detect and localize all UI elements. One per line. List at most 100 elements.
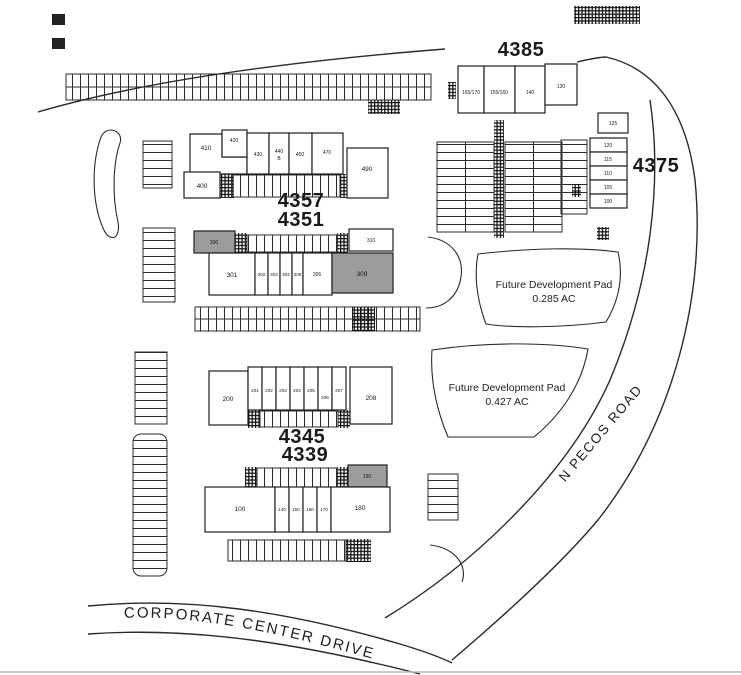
unit-4345-206 <box>317 366 333 411</box>
building-4357-label: 4357 <box>278 190 325 212</box>
unit-4345-201-label: 201 <box>251 388 259 393</box>
road-label-corporate-center-drive: CORPORATE CENTER DRIVE <box>124 605 375 663</box>
unit-4345-206-label: 206 <box>321 395 329 400</box>
unit-4345-208-label: 208 <box>366 395 377 402</box>
unit-4375-115-label: 115 <box>604 157 612 163</box>
corporate-center-drive-upper-edge <box>87 602 453 664</box>
hatch-block-4339-left <box>245 467 257 488</box>
median-island <box>93 129 122 238</box>
unit-4385-155-160 <box>483 65 516 114</box>
unit-4351-304-label: 304 <box>282 272 290 277</box>
future-pad-0427-outline <box>431 343 589 438</box>
building-4375: 4375 125 120 115 110 105 100 <box>589 112 680 209</box>
unit-4351-300-label: 300 <box>210 240 219 246</box>
unit-4357-440-label: 440 <box>275 149 284 155</box>
unit-4351-310-label: 310 <box>367 238 376 244</box>
unit-4385-130 <box>544 63 578 106</box>
unit-4345-205-label: 205 <box>307 388 315 393</box>
unit-4345-208 <box>349 366 393 425</box>
future-pad-0427-title: Future Development Pad <box>449 382 566 394</box>
unit-4385-130-label: 130 <box>557 84 566 90</box>
building-4345-label: 4345 <box>279 426 326 448</box>
unit-4357-400 <box>183 171 221 199</box>
hatch-block-row-below-4339 <box>346 539 371 562</box>
unit-4375-110-label: 110 <box>604 171 612 177</box>
hatch-block-4357-left <box>220 174 234 198</box>
parking-col-left-of-4339 <box>132 433 168 577</box>
unit-4339-190-label: 190 <box>363 474 372 480</box>
unit-4357-440-label2: B <box>277 156 281 162</box>
hatch-bar-top-right <box>574 6 640 24</box>
unit-4339-100 <box>204 486 276 533</box>
unit-4375-105-label: 105 <box>604 185 613 191</box>
unit-4357-470-label: 470 <box>323 150 332 156</box>
building-4357: 410 420 400 430 440 B 450 470 490 4357 <box>183 129 389 212</box>
hatch-block-row-below-4351 <box>352 307 375 331</box>
unit-4351-309 <box>331 252 394 294</box>
curb-right-of-4339 <box>429 544 464 583</box>
hatch-block-top-row <box>368 100 400 114</box>
unit-4357-490 <box>346 147 389 199</box>
parking-col-near-4375 <box>560 139 588 215</box>
building-4375-label: 4375 <box>633 155 680 177</box>
unit-4375-100 <box>589 193 628 209</box>
curb-right-of-4351 <box>425 236 462 309</box>
hatch-block-below-4375 <box>597 227 609 240</box>
building-4385-label: 4385 <box>498 39 545 61</box>
parking-col-left-of-4345 <box>134 351 168 425</box>
hatch-block-near-4375 <box>572 184 581 197</box>
building-4351: 4351 300 310 301 302 303 304 305 306 309 <box>193 209 394 296</box>
unit-4345-202-label: 202 <box>265 388 273 393</box>
unit-4351-310 <box>348 228 394 252</box>
unit-4357-400-label: 400 <box>197 183 208 190</box>
unit-4345-204-label: 204 <box>293 388 301 393</box>
unit-4339-100-label: 100 <box>235 506 246 513</box>
unit-4375-125 <box>597 112 629 134</box>
unit-4345-203-label: 203 <box>279 388 287 393</box>
hatch-block-4345-right <box>338 410 350 428</box>
walkway-4357 <box>232 174 341 198</box>
unit-4351-301-label: 301 <box>227 272 238 279</box>
hatch-block-4339-right <box>337 467 348 488</box>
walkway-4351 <box>246 234 338 253</box>
future-pad-0285-outline <box>475 248 621 328</box>
unit-4357-470 <box>311 132 344 175</box>
unit-4351-301 <box>208 252 256 296</box>
road-label-wrap-ccd: CORPORATE CENTER DRIVE <box>124 605 377 663</box>
unit-4357-420-label: 420 <box>230 138 239 144</box>
building-4385: 4385 165/170 155/160 140 130 <box>457 39 578 114</box>
future-pad-0285-title: Future Development Pad <box>496 279 613 291</box>
unit-4339-170-label: 170 <box>320 507 328 512</box>
unit-4351-302-label: 302 <box>258 272 266 277</box>
parking-col-left-of-4351 <box>142 227 176 303</box>
unit-4351-306 <box>302 252 333 296</box>
unit-4345-200 <box>208 370 249 426</box>
plan-corner-mark-2 <box>52 38 65 49</box>
unit-4357-420 <box>221 129 248 158</box>
unit-4351-303-label: 303 <box>270 272 278 277</box>
unit-4339-160-label: 160 <box>306 507 314 512</box>
future-pad-0285-area: 0.285 AC <box>532 293 576 305</box>
unit-4357-410-label: 410 <box>201 145 212 152</box>
unit-4351-309-label: 309 <box>357 271 368 278</box>
hatch-block-left-of-4385 <box>448 82 456 99</box>
property-boundary-topright <box>576 56 607 63</box>
pecos-road-inner-edge <box>384 99 656 619</box>
unit-4339-180 <box>330 486 391 533</box>
unit-4385-140 <box>514 65 546 114</box>
parking-col-right-of-4339 <box>427 473 459 521</box>
unit-4351-306-label: 306 <box>313 272 322 278</box>
walkway-4345 <box>259 410 339 428</box>
unit-4385-155-160-label: 155/160 <box>490 90 508 96</box>
unit-4345-207-label: 207 <box>335 388 343 393</box>
unit-4375-125-label: 125 <box>609 121 618 127</box>
unit-4385-165-170 <box>457 65 485 114</box>
unit-4339-140-label: 140 <box>278 507 286 512</box>
unit-4375-100-label: 100 <box>604 199 613 205</box>
parking-col-left-of-4357 <box>142 140 173 189</box>
unit-4357-430-label: 430 <box>254 152 263 158</box>
unit-4339-180-label: 180 <box>355 505 366 512</box>
unit-4339-150-label: 150 <box>292 507 300 512</box>
